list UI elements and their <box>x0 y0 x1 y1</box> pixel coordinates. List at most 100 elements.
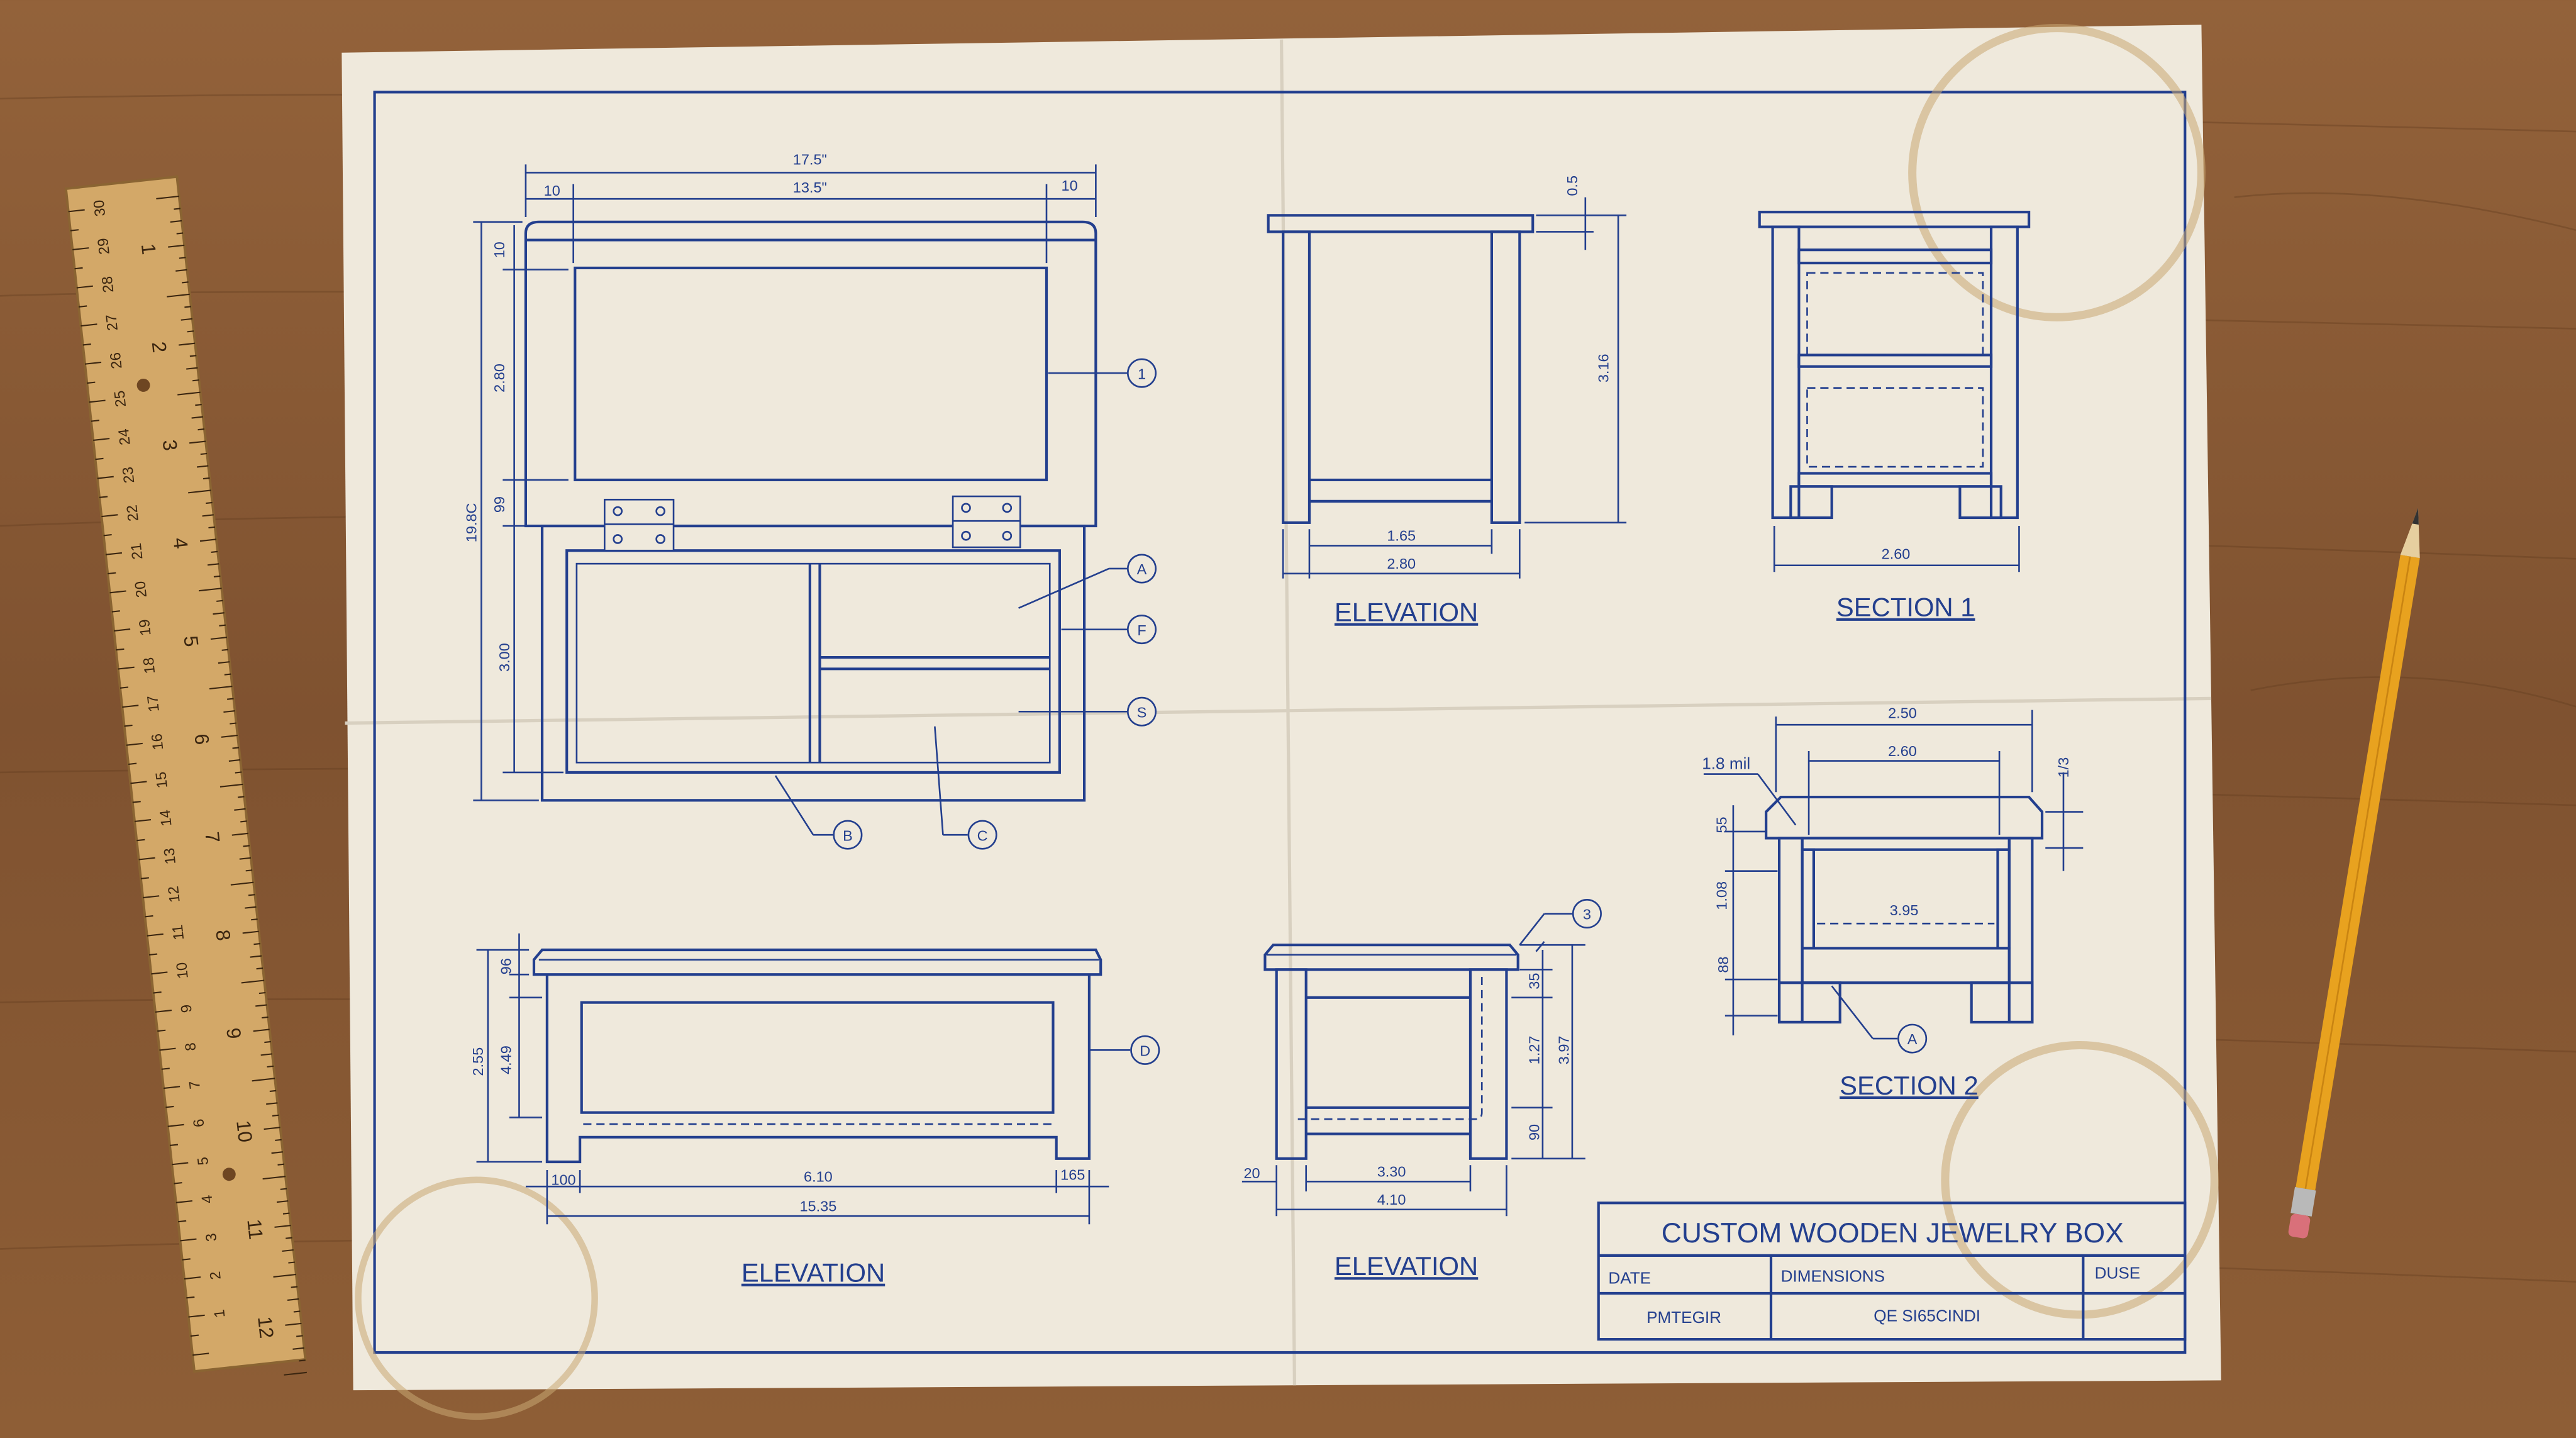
dim-mid: 1.27 <box>1526 1035 1543 1064</box>
ruler-tick <box>124 724 133 727</box>
ruler-inch-label: 5 <box>179 635 203 648</box>
ruler-tick <box>187 330 194 333</box>
ruler-tick <box>293 1310 301 1313</box>
callout-b: B <box>833 820 863 850</box>
ruler-tick <box>230 881 254 886</box>
coffee-ring <box>1908 24 2206 321</box>
coffee-ring <box>1941 1040 2219 1319</box>
ruler-tick <box>237 796 245 798</box>
dim-inner-width: 13.5" <box>793 179 827 196</box>
ruler-cm-label: 18 <box>140 657 158 675</box>
ruler-tick <box>287 1298 299 1301</box>
ruler-tick <box>99 496 108 498</box>
ruler-tick <box>296 1335 303 1337</box>
ruler-tick <box>255 1004 267 1007</box>
ruler-tick <box>159 1047 176 1051</box>
ruler-tick <box>221 734 238 738</box>
ruler-tick <box>143 895 160 899</box>
view-title: SECTION 1 <box>1836 593 1975 622</box>
dim-right-leg: 165 <box>1060 1167 1085 1183</box>
dim-hinge-gap: 99 <box>491 496 508 513</box>
callout-a: A <box>1126 554 1157 584</box>
ruler-tick <box>174 208 180 210</box>
dim-top-thickness: 0.5 <box>1564 176 1580 196</box>
ruler-tick <box>284 1371 307 1376</box>
ruler-inch-label: 4 <box>169 537 192 550</box>
ruler-tick <box>188 489 211 494</box>
ruler-tick <box>224 673 231 676</box>
ruler-cm-label: 24 <box>115 428 133 446</box>
dim-inner-width: 1.65 <box>1387 528 1416 544</box>
ruler-cm-label: 4 <box>198 1195 215 1205</box>
ruler-tick <box>192 1352 209 1356</box>
ruler-tick <box>114 628 131 632</box>
ruler-tick <box>148 953 158 956</box>
ruler-tick <box>253 1028 270 1032</box>
ruler-tick <box>243 845 250 847</box>
ruler-tick <box>153 991 162 994</box>
ruler-tick <box>116 648 125 651</box>
ruler-inch-label: 9 <box>222 1027 245 1040</box>
pencil <box>2288 508 2420 1239</box>
ruler-tick <box>177 391 201 396</box>
ruler-tick <box>250 955 262 958</box>
ruler-tick <box>167 293 190 298</box>
ruler-tick <box>164 1086 180 1090</box>
view-open-box: 17.5" 13.5" 10 10 19.8C 10 2.80 99 3.00 … <box>464 151 1157 850</box>
ruler-cm-label: 10 <box>173 962 191 980</box>
ruler-tick <box>199 538 217 542</box>
blueprint-paper <box>341 25 2221 1391</box>
ruler-tick <box>262 1016 269 1019</box>
ruler-tick <box>285 1322 302 1326</box>
ruler-tick <box>80 323 97 327</box>
ruler-inch-label: 12 <box>253 1315 278 1339</box>
ruler-tick <box>172 1162 189 1166</box>
dim-cavity-width: 3.95 <box>1890 902 1919 918</box>
ruler-tick <box>240 820 247 823</box>
ruler-tick <box>84 361 102 365</box>
svg-text:3: 3 <box>1583 906 1591 923</box>
dim-height: 3.97 <box>1556 1035 1572 1064</box>
ruler-tick <box>101 514 118 518</box>
ruler-tick <box>122 705 139 708</box>
ruler-cm-label: 7 <box>186 1080 203 1090</box>
dim-right-margin: 10 <box>1062 177 1078 194</box>
ruler-tick <box>175 269 187 272</box>
ruler-cm-label: 22 <box>123 504 142 522</box>
ruler-tick <box>210 637 228 640</box>
ruler-cm-label: 8 <box>182 1042 199 1052</box>
ruler-tick <box>262 1176 286 1180</box>
svg-text:B: B <box>843 827 853 844</box>
callout-3: 3 <box>1572 899 1602 929</box>
view-section-2: 3.95 2.50 2.60 1.8 mil 1/3 55 1.08 88 A … <box>1702 705 2084 1100</box>
ruler-cm-label: 17 <box>144 694 162 713</box>
ruler-tick <box>134 819 152 822</box>
ruler-tick <box>145 915 153 918</box>
ruler-cm-label: 28 <box>99 276 117 294</box>
date-value: PMTEGIR <box>1646 1308 1721 1327</box>
ruler-hole <box>222 1168 236 1181</box>
ruler-inch-label: 11 <box>243 1218 267 1240</box>
ruler-tick <box>89 399 106 403</box>
ruler-tick <box>280 1188 287 1190</box>
ruler-tick <box>218 661 230 664</box>
drawing-border <box>373 91 2187 1354</box>
ruler-tick <box>299 1359 306 1362</box>
ruler-tick <box>267 1065 274 1068</box>
ruler-cm-label: 3 <box>203 1232 219 1242</box>
ruler-tick <box>234 808 246 811</box>
ruler-tick <box>76 285 93 289</box>
ruler-cm-label: 11 <box>169 924 187 941</box>
ruler-inch-label: 1 <box>137 243 160 256</box>
ruler-tick <box>191 416 203 419</box>
ruler-tick <box>180 318 193 321</box>
dim-inner-width: 2.60 <box>1888 743 1917 759</box>
use-label: DUSE <box>2095 1263 2141 1282</box>
ruler-tick <box>286 1237 292 1239</box>
svg-text:F: F <box>1137 622 1146 638</box>
ruler-tick <box>178 1220 187 1223</box>
callout-s: S <box>1126 696 1157 727</box>
dimensions-value: QE SI65CINDI <box>1874 1306 1980 1325</box>
ruler-inch-label: 3 <box>158 438 182 452</box>
